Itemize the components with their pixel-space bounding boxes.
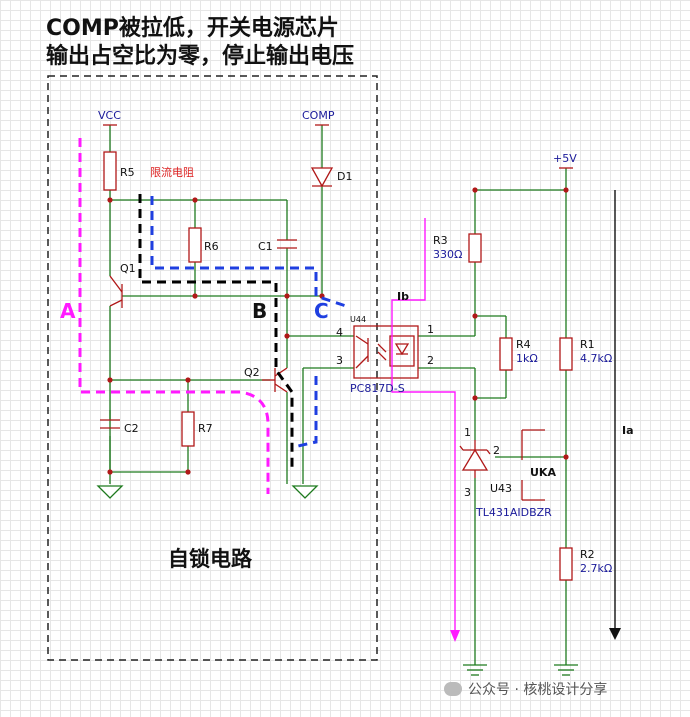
r2-label: R2 xyxy=(580,548,595,561)
plus5v-label: +5V xyxy=(553,152,577,165)
optocoupler-part-label: PC817D-S xyxy=(350,382,405,395)
d1-label: D1 xyxy=(337,170,352,183)
ib-arrow xyxy=(450,630,460,642)
r4-resistor xyxy=(499,337,513,371)
vcc-label: VCC xyxy=(98,109,121,122)
path-a xyxy=(78,138,270,494)
current-limit-resistor-label: 限流电阻 xyxy=(150,165,194,179)
ia-label: Ia xyxy=(622,424,634,437)
r1-resistor xyxy=(559,337,573,371)
wechat-icon xyxy=(444,682,462,696)
tl431-pin-3-label: 3 xyxy=(464,486,471,499)
path-a-label: A xyxy=(60,299,76,323)
path-c xyxy=(150,196,347,448)
pin-1-label: 1 xyxy=(427,323,434,336)
tl431-pin-2-label: 2 xyxy=(493,444,500,457)
r7-label: R7 xyxy=(198,422,213,435)
r6-resistor xyxy=(188,227,202,263)
r4-value: 1kΩ xyxy=(516,352,538,365)
title-line-2: 输出占空比为零，停止输出电压 xyxy=(46,44,355,69)
r3-value: 330Ω xyxy=(433,248,462,261)
u43-label: U43 xyxy=(490,482,512,495)
q1-label: Q1 xyxy=(120,262,136,275)
power-flags xyxy=(103,124,573,169)
pin-4-label: 4 xyxy=(336,326,343,339)
comp-label: COMP xyxy=(302,109,335,122)
ground-symbols xyxy=(96,485,578,676)
tl431-part-label: TL431AIDBZR xyxy=(475,506,552,519)
r7-resistor xyxy=(181,411,195,447)
u43-tl431 xyxy=(461,448,489,471)
r6-label: R6 xyxy=(204,240,219,253)
r2-value: 2.7kΩ xyxy=(580,562,612,575)
u44-optocoupler xyxy=(353,325,419,379)
c1-label: C1 xyxy=(258,240,273,253)
path-c-label: C xyxy=(314,299,329,323)
r3-resistor xyxy=(468,233,482,263)
r5-resistor xyxy=(103,151,117,191)
ib-label: Ib xyxy=(397,290,409,303)
components xyxy=(100,151,573,581)
r1-value: 4.7kΩ xyxy=(580,352,612,365)
u44-label: U44 xyxy=(350,315,366,324)
wires xyxy=(109,125,567,665)
path-b-label: B xyxy=(252,299,267,323)
r4-label: R4 xyxy=(516,338,531,351)
r2-resistor xyxy=(559,547,573,581)
title-line-1: COMP被拉低，开关电源芯片 xyxy=(46,16,339,41)
self-lock-label: 自锁电路 xyxy=(168,547,253,571)
uka-label: UKA xyxy=(530,466,556,479)
ib-current-path xyxy=(391,218,456,640)
r3-label: R3 xyxy=(433,234,448,247)
d1-diode xyxy=(310,167,334,188)
path-b xyxy=(138,194,294,470)
c2-label: C2 xyxy=(124,422,139,435)
q2-label: Q2 xyxy=(244,366,260,379)
pin-3-label: 3 xyxy=(336,354,343,367)
r1-label: R1 xyxy=(580,338,595,351)
ia-arrow xyxy=(609,628,621,640)
tl431-pin-1-label: 1 xyxy=(464,426,471,439)
watermark-text: 公众号 · 核桃设计分享 xyxy=(468,682,608,698)
pin-2-label: 2 xyxy=(427,354,434,367)
r5-label: R5 xyxy=(120,166,135,179)
